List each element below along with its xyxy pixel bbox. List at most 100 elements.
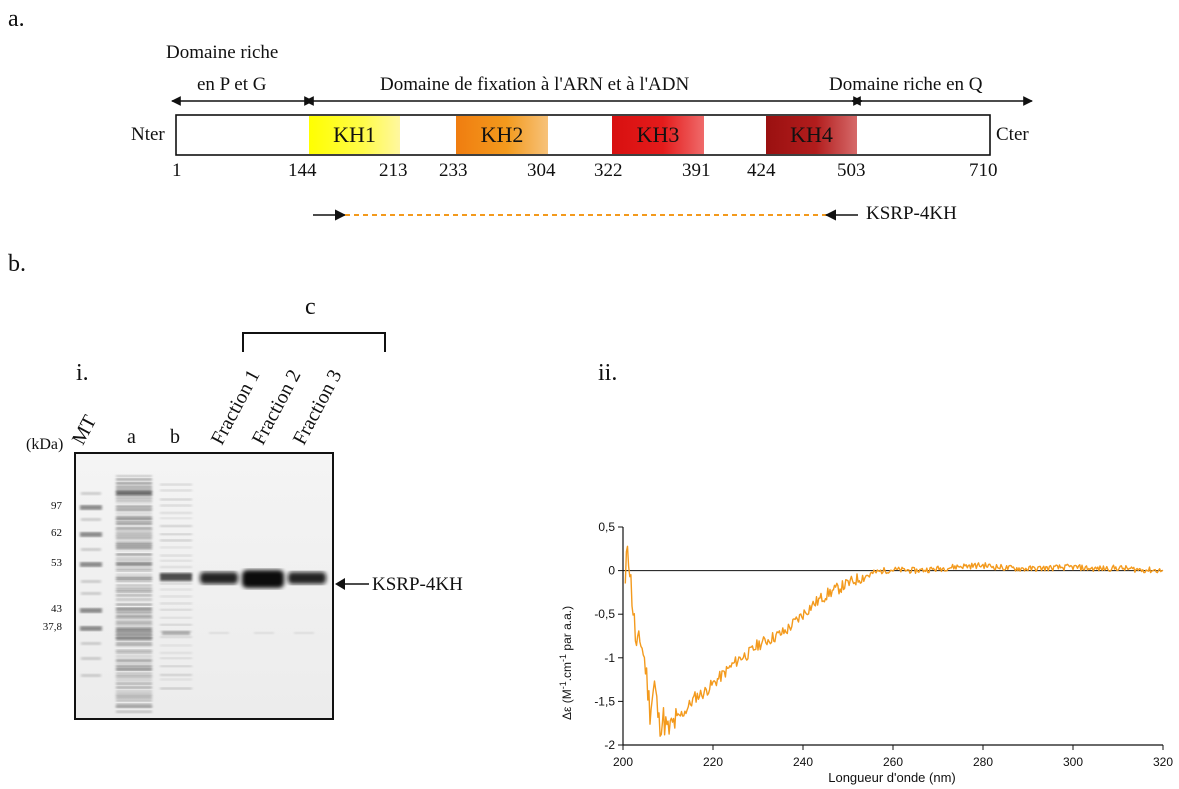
cd-x-tick-label: 280 [973, 755, 993, 769]
cd-x-tick-label: 220 [703, 755, 723, 769]
gel-lane-b-band [160, 665, 192, 668]
gel-lane-a-band [116, 710, 152, 714]
gel-lane-a-band [116, 634, 152, 639]
gel-lane-b-band [160, 566, 192, 569]
gel-lane-a-band [116, 498, 152, 502]
domain-left-label-line1: Domaine riche [166, 42, 279, 63]
gel-lane-a-band [116, 649, 152, 652]
gel-marker-band [80, 532, 102, 537]
gel-lane-a-band [116, 695, 152, 699]
gel-lane-b-band [160, 559, 192, 562]
gel-lane-a-band [116, 485, 152, 489]
gel-lane-a-band [116, 516, 152, 520]
gel-lane-a-band [116, 675, 152, 679]
gel-lane-b-band [160, 489, 192, 492]
domain-middle-label: Domaine de fixation à l'ARN et à l'ADN [380, 74, 690, 95]
pos-304: 304 [527, 160, 556, 181]
pos-424: 424 [747, 160, 776, 181]
protein-bar [175, 114, 991, 156]
pos-710: 710 [969, 160, 998, 181]
gel-lane-a-band [116, 481, 152, 485]
gel-lane-a-band [116, 559, 152, 564]
gel-lane-a-band [116, 567, 152, 570]
gel-lane-a-band [116, 703, 152, 708]
pos-322: 322 [594, 160, 623, 181]
pos-391: 391 [682, 160, 711, 181]
gel-lane-a-band [116, 624, 152, 628]
gel-marker-band [81, 674, 101, 677]
gel-fraction-faint-band [254, 632, 274, 634]
gel-lane-a-band [116, 545, 152, 550]
kh2-label: KH2 [480, 122, 524, 147]
gel-marker-band [81, 492, 101, 495]
cd-panel-label: ii. [598, 360, 618, 386]
fraction-bracket [242, 332, 386, 352]
gel-lane-b-band [160, 504, 192, 507]
gel-lane-a-band [116, 682, 152, 686]
gel-lane-b-band [160, 651, 192, 654]
gel-lane-a-band [116, 508, 152, 511]
marker-97: 97 [51, 500, 62, 512]
gel-lane-a-band [116, 474, 152, 478]
gel-lane-a-band [116, 668, 152, 671]
gel-lane-a-band [116, 478, 152, 481]
gel-lane-b-band [160, 533, 192, 536]
marker-37-8: 37,8 [42, 621, 62, 633]
kh2-domain: KH2 [456, 116, 548, 154]
cd-y-axis-label: Δε (M-1.cm-1 par a.a.) [558, 606, 574, 720]
lane-label-b: b [170, 426, 180, 448]
gel-lane-a-band [116, 672, 152, 676]
gel-lane-a-band [116, 518, 152, 522]
gel-lane-a-band [116, 659, 152, 662]
gel-lane-b-band [160, 636, 192, 639]
gel-lane-a-band [116, 573, 152, 578]
gel-marker-band [81, 642, 101, 645]
gel-lane-a-band [116, 488, 152, 493]
gel-lane-a-band [116, 693, 152, 696]
marker-53: 53 [51, 557, 62, 569]
pos-144: 144 [288, 160, 317, 181]
cd-x-axis-label: Longueur d'onde (nm) [828, 770, 956, 785]
gel-lane-b-band [160, 678, 192, 681]
gel-lane-a-band [116, 644, 152, 648]
pos-233: 233 [439, 160, 468, 181]
gel-lane-a-band [116, 529, 152, 533]
gel-lane-a-band [116, 569, 152, 572]
gel-lane-a-band [116, 637, 152, 641]
kh3-domain: KH3 [612, 116, 704, 154]
cd-y-tick-label: -1,5 [594, 694, 615, 708]
gel-marker-band [81, 657, 101, 660]
gel-lane-a-band [116, 549, 152, 552]
gel-lane-a-band [116, 593, 152, 597]
cd-y-axis-label-post: par a.a.) [560, 606, 574, 654]
gel-lane-a-band [116, 556, 152, 560]
kh1-label: KH1 [333, 122, 376, 147]
gel-lane-a-band [116, 665, 152, 669]
gel-lane-a-band [116, 705, 152, 709]
gel-lane-a-band [116, 627, 152, 632]
gel-lane-b-band [160, 602, 192, 605]
panel-b-label: b. [8, 251, 26, 277]
kh4-domain: KH4 [766, 116, 857, 154]
gel-lane-a-band [116, 617, 152, 622]
gel-lane-b-band [160, 546, 192, 549]
gel-lane-b-band [160, 644, 192, 647]
gel-lane-a-band [116, 597, 152, 601]
gel-lane-a-band [116, 535, 152, 540]
gel-lane-a-band [116, 521, 152, 526]
gel-lane-a-band [116, 651, 152, 654]
gel-marker-band [80, 505, 102, 510]
marker-62: 62 [51, 527, 62, 539]
gel-lane-b-main-band [160, 573, 192, 581]
gel-lane-a-band [116, 603, 152, 606]
gel-lane-b-band [160, 483, 192, 486]
kh3-label: KH3 [636, 122, 680, 147]
gel-lane-b-band [160, 498, 192, 501]
gel-lane-b-band [160, 539, 192, 542]
gel-lane-a-band [116, 621, 152, 625]
gel-lane-a-band [116, 698, 152, 702]
gel-band-label: KSRP-4KH [372, 574, 463, 595]
gel-lane-a-band [116, 607, 152, 611]
gel-lane-a-band [116, 579, 152, 582]
bracket-label: c [305, 294, 316, 320]
